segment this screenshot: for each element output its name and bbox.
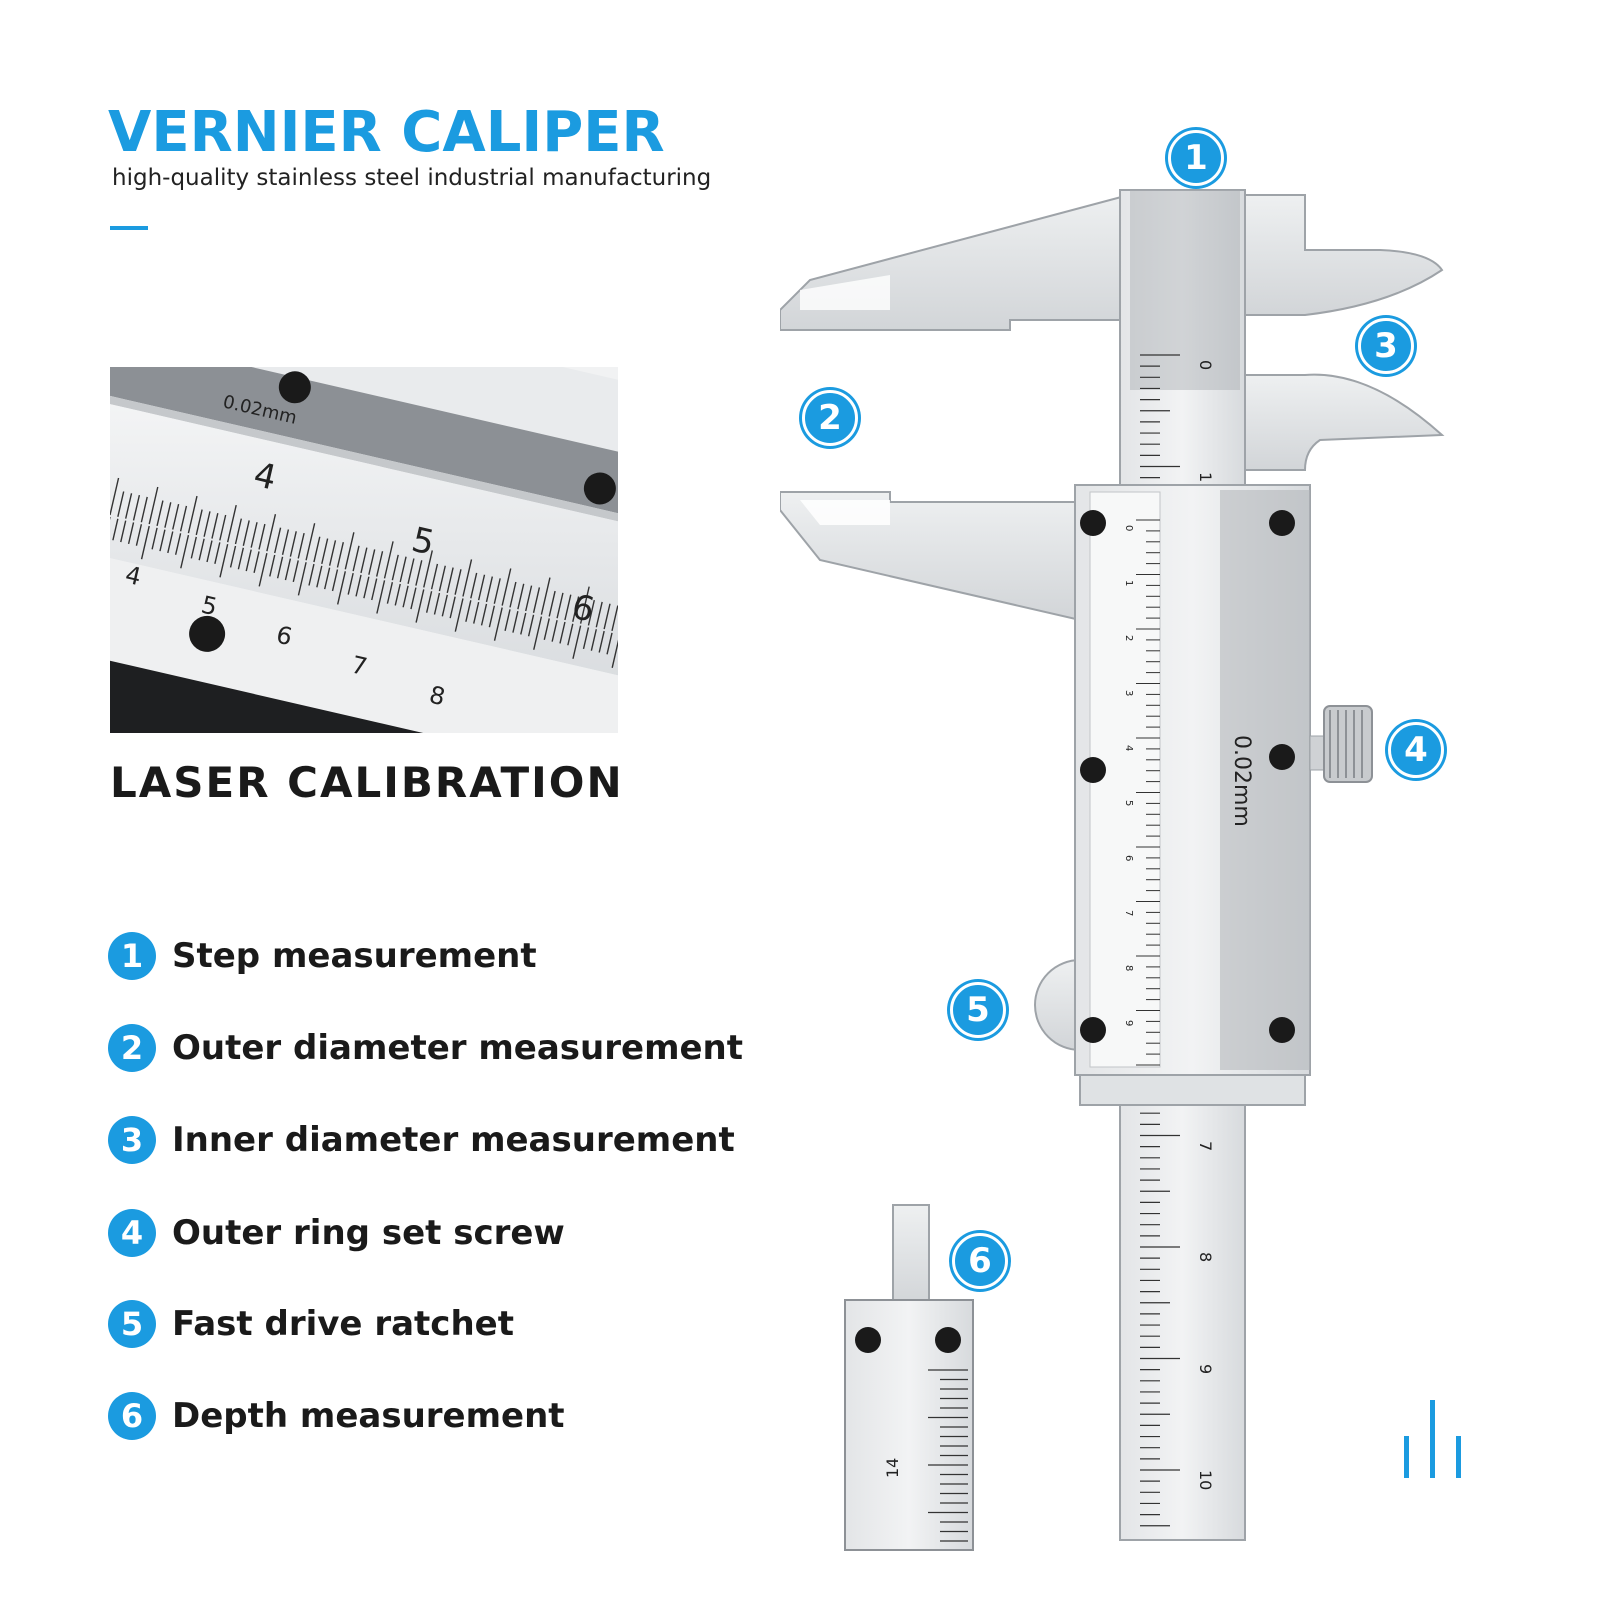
inner-jaw-upper bbox=[1244, 194, 1444, 316]
main-scale-label-1: 1 bbox=[1196, 472, 1215, 482]
slider-screw-icon bbox=[1080, 510, 1106, 536]
feature-item-set-screw: 4 Outer ring set screw bbox=[108, 1205, 565, 1261]
main-scale-label-7: 7 bbox=[1196, 1141, 1215, 1151]
feature-item-depth: 6 Depth measurement bbox=[108, 1388, 565, 1444]
slider-screw-icon bbox=[1269, 510, 1295, 536]
photo-vernier-scale-ticks bbox=[110, 517, 618, 668]
feature-label: Outer ring set screw bbox=[172, 1213, 565, 1253]
main-scale-label-10: 10 bbox=[1196, 1470, 1215, 1490]
vernier-scale-ticks bbox=[1136, 519, 1160, 1066]
vernier-label-9: 9 bbox=[1123, 1020, 1134, 1026]
vernier-label-5: 5 bbox=[1123, 800, 1134, 806]
feature-number-badge: 6 bbox=[108, 1392, 156, 1440]
vernier-scale-labels: 0 1 2 3 4 5 6 7 8 9 bbox=[1123, 525, 1134, 1026]
feature-item-step: 1 Step measurement bbox=[108, 928, 537, 984]
feature-item-inner-diameter: 3 Inner diameter measurement bbox=[108, 1112, 735, 1168]
callout-3: 3 bbox=[1358, 318, 1414, 374]
decor-bar bbox=[1430, 1400, 1435, 1478]
photo-scale-bottom-6: 6 bbox=[274, 621, 295, 652]
main-scale-label-0: 0 bbox=[1196, 360, 1215, 370]
accent-bar bbox=[110, 226, 148, 230]
main-scale-label-9: 9 bbox=[1196, 1364, 1215, 1374]
fast-drive-ratchet bbox=[1034, 958, 1081, 1052]
feature-label: Outer diameter measurement bbox=[172, 1028, 744, 1068]
slider-screw-icon bbox=[1080, 757, 1106, 783]
inner-jaw-lower bbox=[1244, 373, 1445, 471]
vernier-label-1: 1 bbox=[1123, 580, 1134, 586]
callout-4: 4 bbox=[1388, 722, 1444, 778]
feature-number-badge: 5 bbox=[108, 1300, 156, 1348]
set-screw-knob[interactable] bbox=[1323, 705, 1373, 783]
slider-screw-icon bbox=[1269, 1017, 1295, 1043]
callout-6: 6 bbox=[952, 1233, 1008, 1289]
photo-scale-bottom-7: 7 bbox=[349, 651, 370, 682]
depth-rod bbox=[892, 1204, 930, 1306]
callout-2: 2 bbox=[802, 390, 858, 446]
knurl-lines bbox=[1329, 710, 1363, 778]
feature-item-outer-diameter: 2 Outer diameter measurement bbox=[108, 1020, 743, 1076]
feature-number-badge: 1 bbox=[108, 932, 156, 980]
vernier-label-7: 7 bbox=[1123, 910, 1134, 916]
scale-closeup-photo: 0.02mm 4 5 6 4 5 6 7 8 bbox=[110, 367, 618, 733]
vernier-label-3: 3 bbox=[1123, 690, 1134, 696]
slider-screw-icon bbox=[1080, 1017, 1106, 1043]
feature-number-badge: 4 bbox=[108, 1209, 156, 1257]
vernier-label-2: 2 bbox=[1123, 635, 1134, 641]
feature-number-badge: 2 bbox=[108, 1024, 156, 1072]
feature-item-ratchet: 5 Fast drive ratchet bbox=[108, 1296, 514, 1352]
slider-screw-icon bbox=[1269, 744, 1295, 770]
photo-main-scale-ticks bbox=[110, 477, 618, 632]
decor-bar bbox=[1456, 1436, 1461, 1478]
depth-scale-ticks bbox=[928, 1369, 968, 1542]
feature-label: Depth measurement bbox=[172, 1396, 565, 1436]
photo-scale-bottom-8: 8 bbox=[427, 681, 448, 712]
page-subtitle: high-quality stainless steel industrial … bbox=[112, 165, 712, 191]
feature-label: Fast drive ratchet bbox=[172, 1304, 514, 1344]
main-scale-label-8: 8 bbox=[1196, 1252, 1215, 1262]
depth-screw-icon bbox=[855, 1327, 881, 1353]
photo-scale-bottom-4: 4 bbox=[123, 561, 144, 592]
depth-scale-label: 14 bbox=[883, 1458, 902, 1478]
feature-label: Step measurement bbox=[172, 936, 537, 976]
feature-label: Inner diameter measurement bbox=[172, 1120, 735, 1160]
caliper-diagram: 0 1 2 3 4 5 6 7 8 9 10 0 1 2 3 4 5 6 7 8… bbox=[780, 189, 1445, 1551]
vernier-label-0: 0 bbox=[1123, 525, 1134, 531]
vernier-label-8: 8 bbox=[1123, 965, 1134, 971]
laser-calibration-heading: LASER CALIBRATION bbox=[110, 758, 624, 807]
slider-precision-label: 0.02mm bbox=[1229, 735, 1254, 827]
callout-5: 5 bbox=[950, 982, 1006, 1038]
vernier-label-4: 4 bbox=[1123, 745, 1134, 751]
vernier-label-6: 6 bbox=[1123, 855, 1134, 861]
feature-number-badge: 3 bbox=[108, 1116, 156, 1164]
photo-scale-bottom-5: 5 bbox=[199, 591, 220, 622]
depth-screw-icon bbox=[935, 1327, 961, 1353]
callout-1: 1 bbox=[1168, 130, 1224, 186]
page-title: VERNIER CALIPER bbox=[108, 100, 665, 165]
decor-bar bbox=[1404, 1436, 1409, 1478]
